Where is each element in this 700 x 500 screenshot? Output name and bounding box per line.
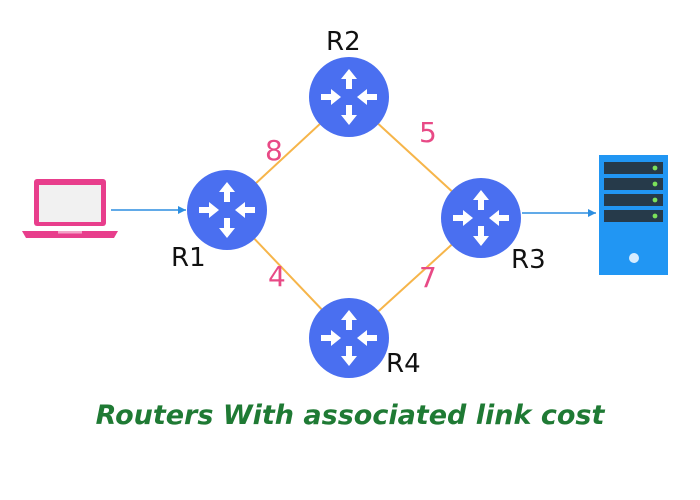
router-r4: [309, 298, 389, 378]
laptop-icon: [22, 179, 118, 238]
link-cost-r1-r2: 8: [265, 134, 283, 167]
router-r1: [187, 170, 267, 250]
server-icon: [599, 155, 668, 275]
router-icon: [309, 57, 389, 137]
router-label-r3: R3: [511, 245, 546, 275]
router-label-r2: R2: [326, 27, 361, 57]
router-label-r4: R4: [386, 349, 421, 379]
router-r2: [309, 57, 389, 137]
router-r3: [441, 178, 521, 258]
diagram-caption: Routers With associated link cost: [95, 400, 605, 431]
link-cost-r1-r4: 4: [268, 260, 286, 293]
link-cost-r4-r3: 7: [419, 261, 437, 294]
link-cost-r2-r3: 5: [419, 116, 437, 149]
router-label-r1: R1: [171, 243, 206, 273]
router-icon: [441, 178, 521, 258]
router-icon: [187, 170, 267, 250]
router-icon: [309, 298, 389, 378]
